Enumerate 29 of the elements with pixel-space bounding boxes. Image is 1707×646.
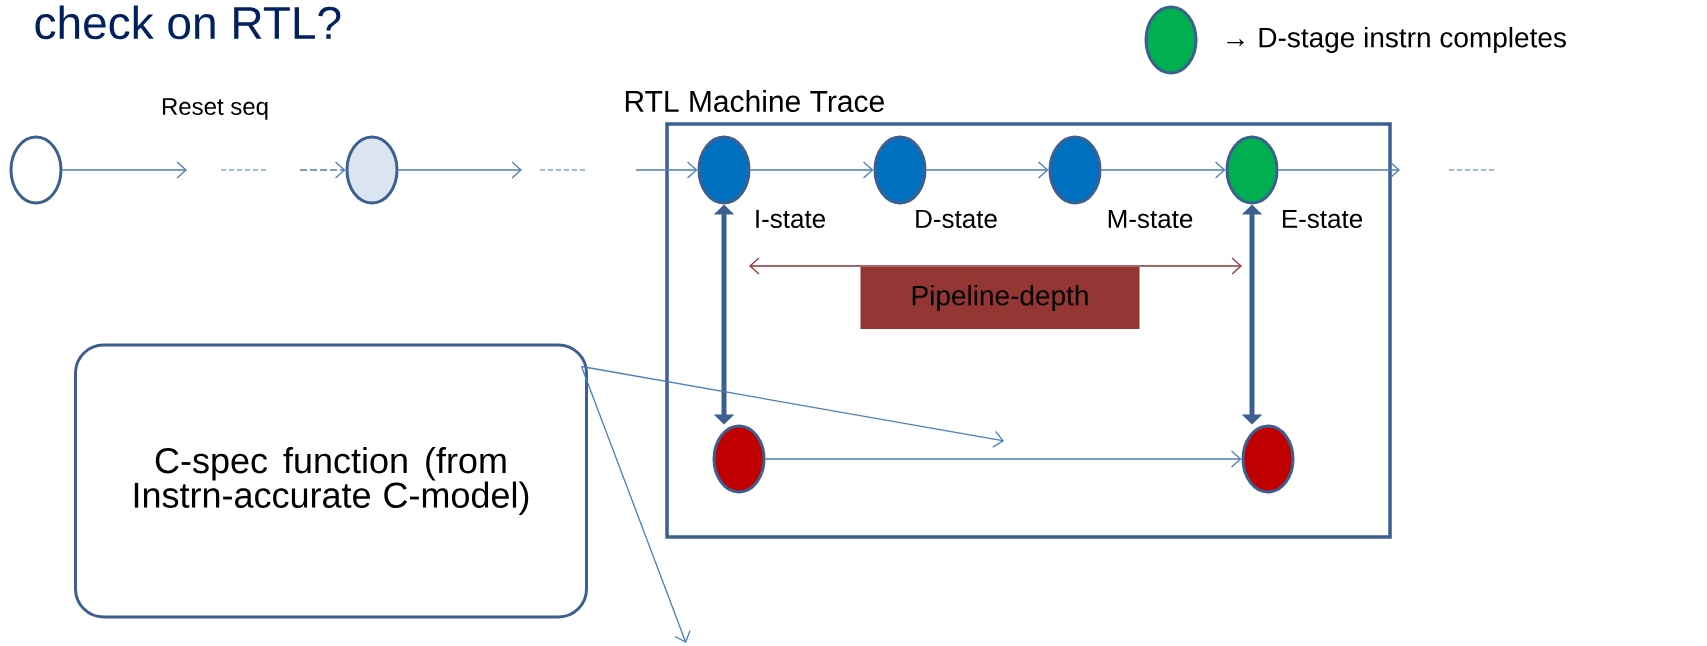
label-box: Pipeline-depth: [860, 267, 1140, 329]
arrow: [580, 365, 691, 643]
rounded-box: C-spec function (from Instrn-accurate C-model): [74, 343, 588, 619]
state-ellipse: [873, 135, 927, 205]
state-label: E-state: [1282, 209, 1363, 229]
arrow: [1277, 161, 1400, 179]
arrow: [925, 161, 1049, 179]
arrow: [397, 161, 522, 179]
state-ellipse: [9, 135, 63, 205]
state-label: M-state: [1108, 209, 1193, 229]
state-ellipse: [712, 424, 766, 494]
legend-text: → D-stage instrn completes: [1227, 26, 1566, 54]
state-ellipse: [345, 135, 399, 205]
arrow: [580, 365, 1004, 448]
node-label: RTL Machine Trace: [625, 90, 884, 113]
caption-text: Reset seq: [162, 98, 268, 120]
state-ellipse: [697, 135, 751, 205]
arrow: [1100, 161, 1226, 179]
state-ellipse: [1048, 135, 1102, 205]
arrow: [299, 161, 346, 179]
state-label: I-state: [756, 209, 825, 229]
slide-title: check on RTL?: [35, 5, 341, 40]
state-ellipse: [1225, 135, 1279, 205]
arrow: [764, 450, 1242, 468]
arrow: [749, 161, 874, 179]
state-label: D-state: [916, 209, 997, 229]
state-ellipse: [1241, 424, 1295, 494]
arrow: [61, 161, 187, 179]
arrow: [635, 161, 698, 179]
